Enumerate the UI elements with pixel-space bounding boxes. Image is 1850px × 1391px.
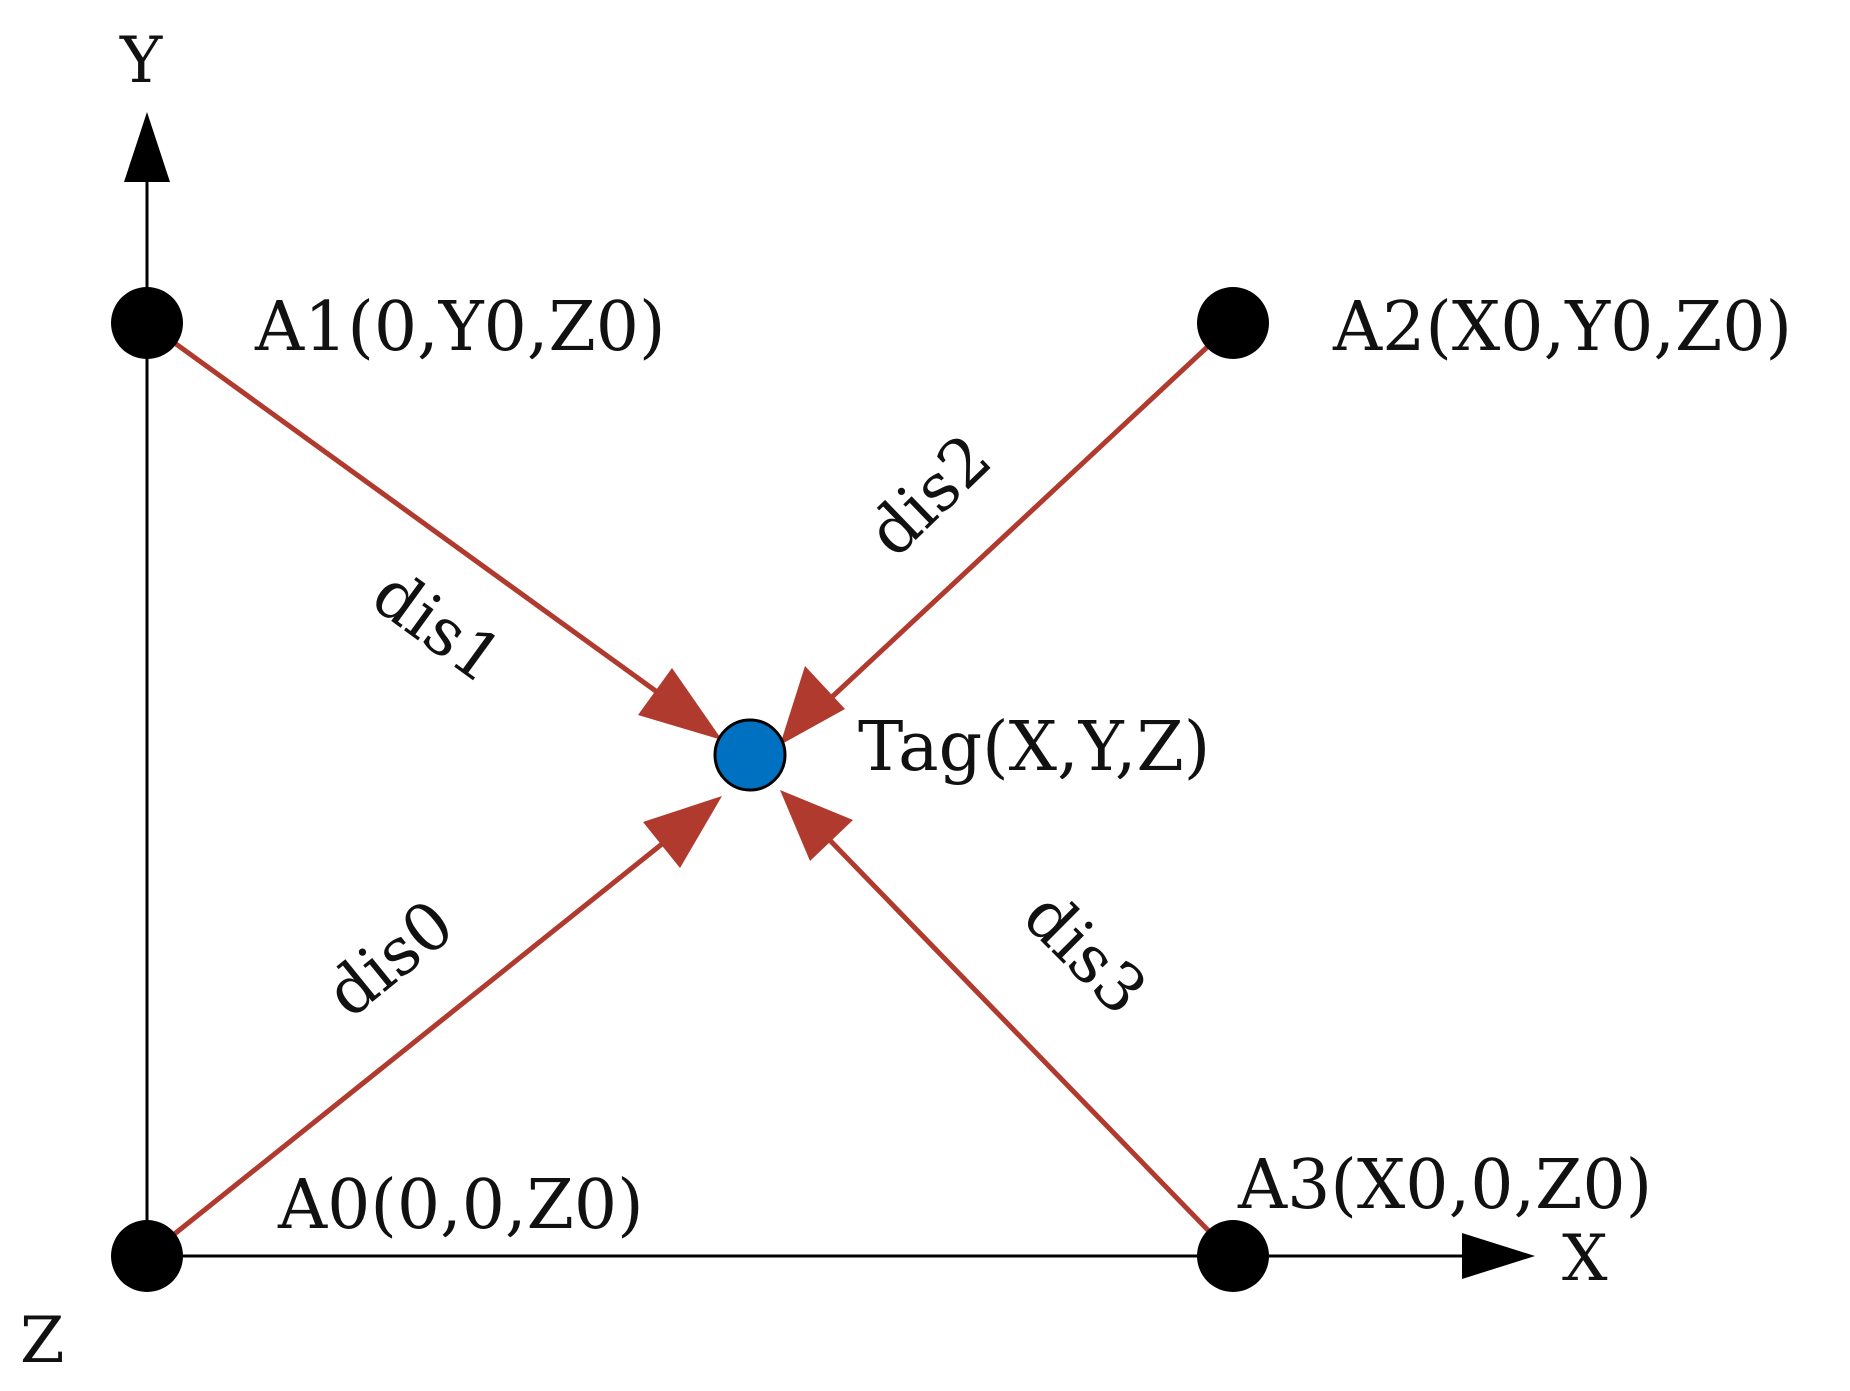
arrow-dis0-head <box>643 796 722 868</box>
anchor-a3-label: A3(X0,0,Z0) <box>1237 1146 1652 1225</box>
arrow-dis2-line <box>816 321 1235 712</box>
anchor-nodes <box>111 287 1269 1292</box>
anchor-a1-node <box>111 287 183 359</box>
z-axis-label: Z <box>20 1304 64 1378</box>
anchor-a3-node <box>1197 1220 1269 1292</box>
dis1-label: dis1 <box>359 555 517 699</box>
x-axis-arrowhead <box>1462 1233 1535 1279</box>
arrow-dis0-line <box>145 826 684 1258</box>
x-axis-label: X <box>1562 1222 1608 1296</box>
tag-node <box>713 718 787 792</box>
arrow-dis3-head <box>780 790 853 861</box>
dis2-label: dis2 <box>853 419 1007 571</box>
y-axis-label: Y <box>119 24 163 98</box>
dis0-label: dis0 <box>312 885 469 1032</box>
dis3-label: dis3 <box>1009 877 1162 1030</box>
anchor-a1-label: A1(0,Y0,Z0) <box>254 288 666 367</box>
y-axis-arrowhead <box>124 112 170 182</box>
arrow-dis3-line <box>816 826 1235 1258</box>
anchor-a0-label: A0(0,0,Z0) <box>277 1166 644 1245</box>
anchor-a0-node <box>111 1220 183 1292</box>
arrow-dis1-head <box>638 668 722 740</box>
arrow-dis1-line <box>145 320 684 713</box>
anchor-a2-label: A2(X0,Y0,Z0) <box>1332 288 1792 367</box>
tag-label: Tag(X,Y,Z) <box>858 708 1210 787</box>
arrow-dis2-head <box>780 666 845 745</box>
anchor-a2-node <box>1197 287 1269 359</box>
distance-arrows <box>145 320 1235 1258</box>
